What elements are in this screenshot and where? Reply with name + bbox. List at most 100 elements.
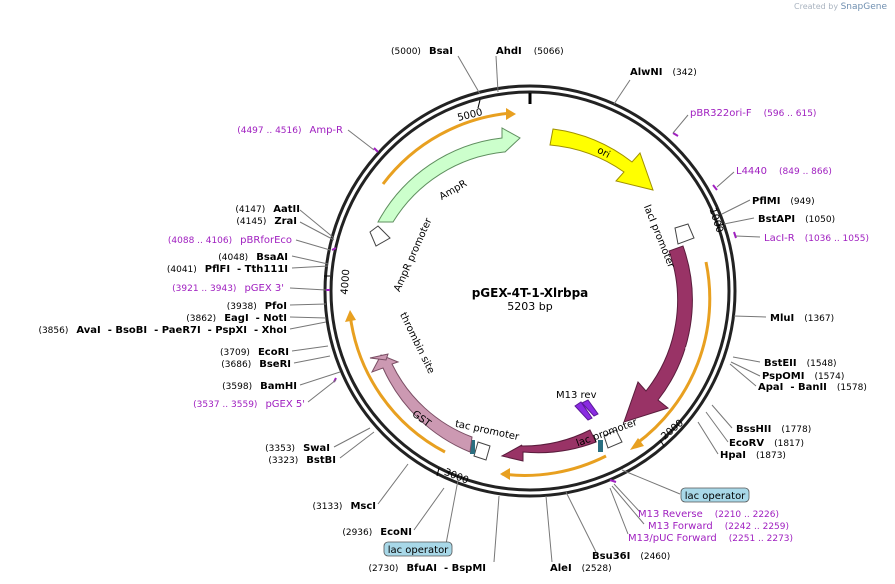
primer-pbr322ori-f-range: (596 .. 615) — [764, 109, 817, 119]
tick-label-4000: 4000 — [340, 269, 353, 295]
enzyme-apai-pos: (1578) — [837, 383, 867, 393]
enzyme-bstapi-name: BstAPI — [758, 214, 795, 225]
enzyme-pspomi: PspOMI(1574) — [762, 371, 844, 382]
leader-l4440 — [716, 171, 735, 188]
primer-m13-reverse-range: (2210 .. 2226) — [715, 510, 779, 520]
leader-aval — [289, 321, 327, 330]
feature-gst — [370, 354, 473, 453]
feature-lacz — [500, 429, 597, 462]
enzyme-bsaai-pos: (4048) — [218, 253, 248, 263]
tick-5000 — [477, 99, 481, 109]
primer-pgex5-name: pGEX 5' — [265, 399, 305, 410]
enzyme-eagi-pos: (3862) — [186, 314, 216, 324]
leader-econi — [413, 487, 445, 531]
feature-label-ampr: AmpR — [438, 178, 469, 202]
leader-pgex3 — [289, 287, 327, 291]
enzyme-aatii: (4147)AatII — [235, 204, 300, 215]
enzyme-bsai-pos: (5000) — [391, 47, 421, 57]
leader-bseri — [293, 355, 331, 364]
leader-pgex5 — [307, 379, 337, 403]
m13rev-arrow-2 — [581, 399, 599, 417]
brand-created-by: Created by — [794, 2, 839, 11]
enzyme-avai: (3856)AvaI - BsoBI - PaeR7I - PspXI - Xh… — [38, 325, 287, 336]
feature-m13rev — [574, 399, 599, 421]
leader-pflfi — [291, 265, 329, 269]
enzyme-ahdi-pos: (5066) — [534, 47, 564, 57]
enzyme-bsu36i-name: Bsu36I — [592, 551, 630, 562]
enzyme-ecorv-name: EcoRV — [729, 438, 764, 449]
primer-l4440: L4440(849 .. 866) — [736, 166, 832, 177]
primer-laci-r-range: (1036 .. 1055) — [805, 234, 869, 244]
leader-pfoi — [289, 303, 327, 306]
leader-mlui — [733, 315, 767, 318]
primer-m13-puc-forward: M13/pUC Forward(2251 .. 2273) — [628, 533, 793, 544]
primer-m13-forward-range: (2242 .. 2259) — [725, 522, 789, 532]
enzyme-alei: AleI(2528) — [550, 563, 612, 574]
enzyme-bsteii-pos: (1548) — [807, 359, 837, 369]
primer-mark-pbr322 — [672, 132, 679, 137]
snapgene-brand: Created by SnapGene — [794, 2, 887, 12]
enzyme-pspomi-pos: (1574) — [814, 372, 844, 382]
leader-lac-operator — [621, 469, 681, 495]
leader-bsteii — [732, 356, 761, 363]
lac-operator-tag-1: lac operator — [680, 487, 750, 503]
m13rev-arrow-1 — [574, 401, 593, 421]
leader-ahdi — [495, 55, 499, 93]
enzyme-pflfi: (4041)PflFI - Tth111I — [167, 264, 288, 275]
enzyme-aatii-name: AatII — [273, 204, 300, 215]
leader-bsaai — [291, 255, 329, 265]
primer-pbrforeco: (4088 .. 4106)pBRforEco — [168, 235, 292, 246]
orf-arrow-lacz — [500, 468, 510, 480]
enzyme-hpai-pos: (1873) — [756, 451, 786, 461]
tick-2000 — [659, 439, 665, 447]
tick-1000 — [717, 223, 725, 227]
enzyme-pflfi-pos: (4041) — [167, 265, 197, 275]
feature-ampr — [377, 127, 521, 223]
leader-m13-puc — [609, 487, 629, 535]
leader-m13-forward — [611, 485, 645, 525]
enzyme-ecorv: EcoRV(1817) — [729, 438, 804, 449]
enzyme-ahdi-name: AhdI — [496, 46, 522, 57]
leader-eagi — [289, 316, 327, 319]
enzyme-swai: (3353)SwaI — [265, 443, 330, 454]
enzyme-hpai-name: HpaI — [720, 450, 746, 461]
lac-operator-tag-1-label: lac operator — [685, 491, 746, 502]
leader-pflmi — [721, 199, 751, 215]
enzyme-bamhi: (3598)BamHI — [222, 381, 297, 392]
primer-pbr322ori-f: pBR322ori-F(596 .. 615) — [690, 108, 816, 119]
plasmid-size: 5203 bp — [507, 300, 552, 313]
enzyme-swai-pos: (3353) — [265, 444, 295, 454]
enzyme-pfoi-pos: (3938) — [227, 302, 257, 312]
leader-msci — [377, 463, 409, 505]
enzyme-bsai: (5000)BsaI — [391, 46, 453, 57]
primer-m13-reverse-name: M13 Reverse — [638, 509, 703, 520]
primer-m13-reverse: M13 Reverse (2210 .. 2226) — [638, 509, 779, 520]
primer-pgex5-range: (3537 .. 3559) — [193, 400, 257, 410]
enzyme-bsshii-name: BssHII — [736, 424, 771, 435]
orf-arrow-gst — [345, 310, 356, 322]
primer-laci-r: LacI-R(1036 .. 1055) — [764, 233, 869, 244]
feature-laci — [623, 245, 693, 423]
enzyme-msci-pos: (3133) — [313, 502, 343, 512]
enzyme-pflmi-pos: (949) — [790, 197, 814, 207]
enzyme-mlui-name: MluI — [770, 313, 794, 324]
enzyme-bsu36i: Bsu36I(2460) — [592, 551, 670, 562]
leader-laci-r — [735, 235, 761, 238]
leader-bsai — [457, 55, 481, 95]
enzyme-bstbi-name: BstBI — [306, 455, 336, 466]
enzyme-bsteii: BstEII(1548) — [764, 358, 837, 369]
enzyme-bsaai: (4048)BsaAI — [218, 252, 288, 263]
enzyme-bsshii-pos: (1778) — [781, 425, 811, 435]
leader-apai — [729, 363, 757, 387]
enzyme-alei-pos: (2528) — [582, 564, 612, 574]
leader-bsshii — [711, 404, 733, 429]
leader-lac-operator-2 — [445, 479, 459, 545]
feature-label-lacz: lacZα — [545, 454, 575, 465]
orf-arc-arrowheads — [345, 108, 644, 480]
enzyme-econi-name: EcoNI — [380, 527, 412, 538]
leader-swai — [333, 427, 371, 448]
primer-m13-puc-forward-name: M13/pUC Forward — [628, 533, 717, 544]
primer-pgex3-name: pGEX 3' — [244, 283, 284, 294]
enzyme-msci: (3133)MscI — [313, 501, 377, 512]
leader-pbr322 — [672, 114, 689, 134]
